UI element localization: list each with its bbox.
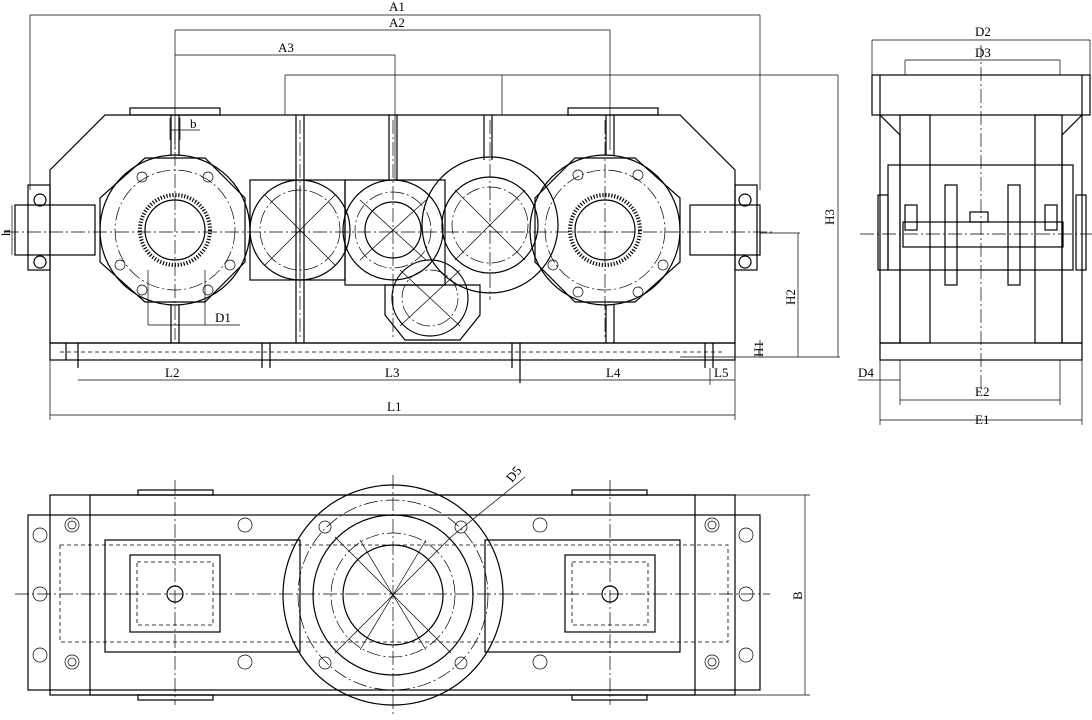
- dim-E1: E1: [975, 412, 989, 427]
- dim-A2: A2: [389, 15, 405, 30]
- dim-L3: L3: [385, 365, 399, 380]
- dim-A3: A3: [278, 40, 294, 55]
- dim-H1: H1: [751, 341, 766, 357]
- dim-D3: D3: [975, 45, 991, 60]
- centerlines-front: [5, 120, 775, 340]
- dim-E2: E2: [975, 384, 989, 399]
- dim-L1: L1: [387, 399, 401, 414]
- dim-H3: H3: [822, 209, 837, 225]
- dim-D4: D4: [858, 365, 874, 380]
- dim-L5: L5: [714, 365, 728, 380]
- dimension-lines-bottom: [49, 360, 736, 420]
- dim-H2: H2: [783, 289, 798, 305]
- dim-A1: A1: [389, 0, 405, 14]
- housing: [14, 107, 761, 383]
- dim-D2: D2: [975, 24, 991, 39]
- top-view: D5 B: [15, 463, 810, 715]
- dimension-lines-top: [11, 14, 840, 358]
- dim-L4: L4: [606, 365, 621, 380]
- dim-D5: D5: [503, 463, 525, 485]
- front-view: A1 A2 A3 b h D1 H3 H2 H1: [0, 0, 840, 420]
- side-view: D2 D3 D4 E2 E1: [858, 24, 1092, 427]
- dim-h: h: [0, 229, 13, 236]
- dim-B: B: [790, 591, 805, 600]
- dim-L2: L2: [165, 365, 179, 380]
- dim-D1: D1: [215, 310, 231, 325]
- dim-b: b: [190, 116, 197, 131]
